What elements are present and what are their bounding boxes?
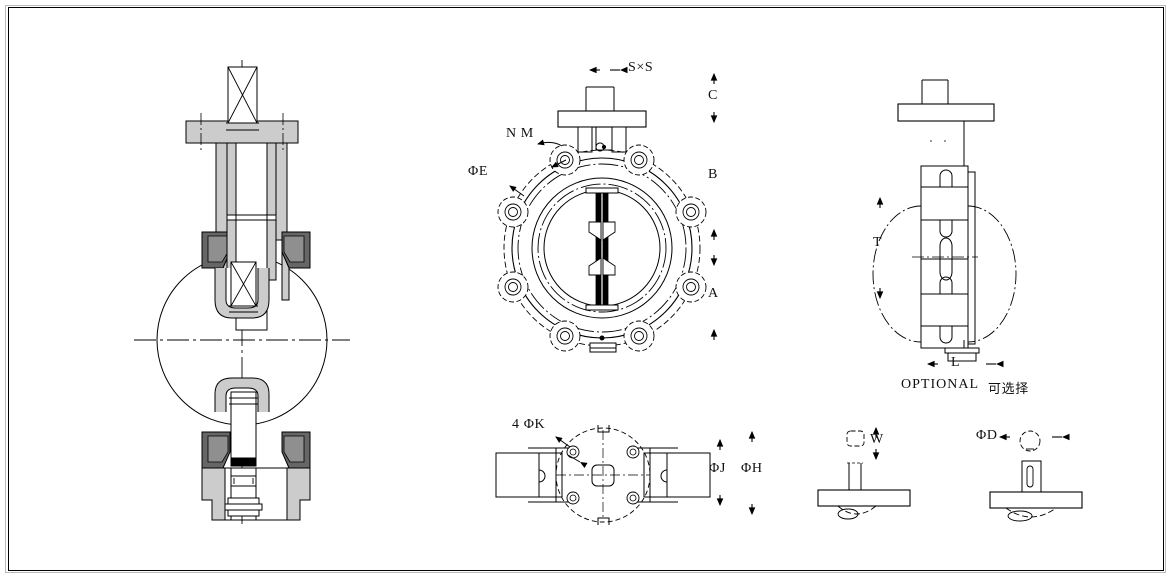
view-cross-section: [134, 60, 350, 524]
dim-label-phi-e: ΦE: [468, 164, 488, 179]
dim-label-a: A: [708, 286, 719, 301]
note-label-n-m: N M: [506, 126, 534, 141]
dim-label-phi-j: ΦJ: [709, 461, 726, 476]
dim-label-s-by-s: S×S: [628, 60, 654, 75]
view-optional-stems: [817, 426, 1083, 522]
optional-label-cn: 可选择: [988, 382, 1029, 397]
view-side: [872, 79, 1017, 368]
note-label-4-phi-k: 4 ΦK: [512, 417, 546, 432]
dim-label-w: W: [870, 432, 884, 447]
lug-ears: [497, 144, 707, 352]
dim-label-l: L: [951, 355, 961, 370]
dim-label-phi-h: ΦH: [741, 461, 763, 476]
drawing-frame-outer: [5, 5, 1166, 573]
dim-label-c: C: [708, 88, 718, 103]
dim-label-t: T: [873, 235, 883, 250]
dim-label-phi-d: ΦD: [976, 428, 998, 443]
view-front-face: [497, 66, 718, 353]
drawing-frame-inner: [8, 7, 1164, 571]
optional-label-en: OPTIONAL: [901, 377, 979, 392]
view-top-flange: [495, 425, 756, 525]
dim-label-b: B: [708, 167, 718, 182]
